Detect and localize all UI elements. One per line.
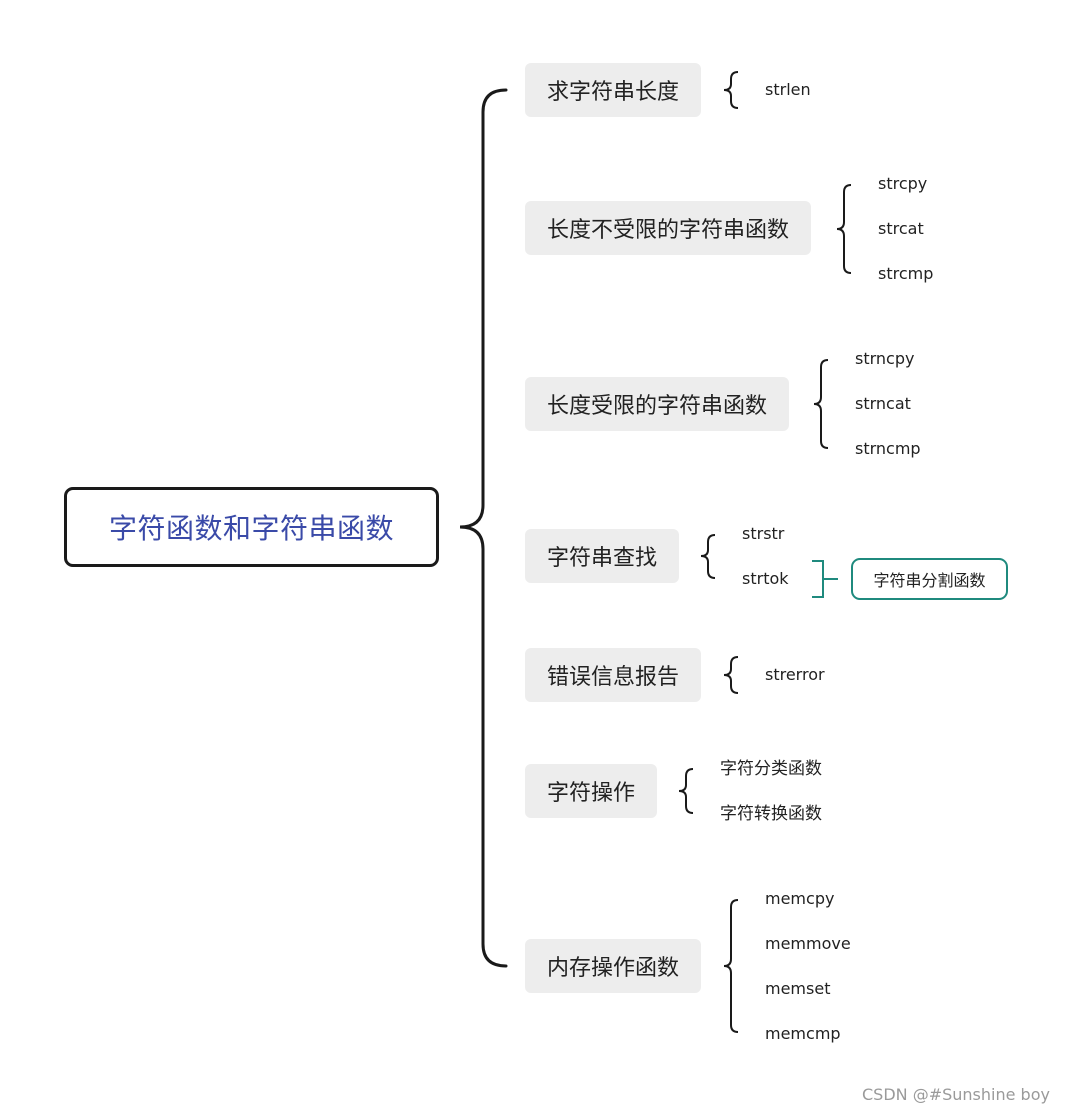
brace-memory	[723, 899, 739, 1033]
main-brace	[459, 88, 508, 968]
brace-strerror	[723, 656, 739, 694]
leaf-strtok[interactable]: strtok	[742, 569, 789, 588]
leaf-memset[interactable]: memset	[765, 979, 831, 998]
leaf-strstr[interactable]: strstr	[742, 524, 785, 543]
watermark: CSDN @#Sunshine boy	[862, 1085, 1050, 1104]
branch-string-search[interactable]: 字符串查找	[525, 529, 680, 583]
leaf-strcat[interactable]: strcat	[878, 219, 924, 238]
leaf-char-convert-functions[interactable]: 字符转换函数	[720, 804, 822, 824]
brace-search	[700, 534, 716, 579]
brace-strlen	[723, 71, 739, 109]
branch-memory-functions[interactable]: 内存操作函数	[525, 939, 702, 993]
branch-limited-string-functions[interactable]: 长度受限的字符串函数	[525, 377, 790, 431]
leaf-strlen[interactable]: strlen	[765, 80, 811, 99]
leaf-strncat[interactable]: strncat	[855, 394, 911, 413]
leaf-memcmp[interactable]: memcmp	[765, 1024, 841, 1043]
brace-char	[678, 768, 694, 814]
leaf-strcmp[interactable]: strcmp	[878, 264, 934, 283]
leaf-strncpy[interactable]: strncpy	[855, 349, 915, 368]
branch-string-length[interactable]: 求字符串长度	[525, 63, 702, 117]
branch-unlimited-string-functions[interactable]: 长度不受限的字符串函数	[525, 201, 812, 255]
brace-limited	[813, 359, 829, 449]
brace-unlimited	[836, 184, 852, 274]
leaf-strerror[interactable]: strerror	[765, 665, 825, 684]
leaf-strcpy[interactable]: strcpy	[878, 174, 928, 193]
bracket-strtok	[812, 560, 838, 598]
branch-error-report[interactable]: 错误信息报告	[525, 648, 702, 702]
leaf-char-classify-functions[interactable]: 字符分类函数	[720, 759, 822, 779]
leaf-memmove[interactable]: memmove	[765, 934, 851, 953]
root-node[interactable]: 字符函数和字符串函数	[64, 487, 439, 567]
subnode-string-split-function[interactable]: 字符串分割函数	[851, 558, 1008, 600]
leaf-strncmp[interactable]: strncmp	[855, 439, 921, 458]
leaf-memcpy[interactable]: memcpy	[765, 889, 835, 908]
branch-char-operations[interactable]: 字符操作	[525, 764, 658, 818]
